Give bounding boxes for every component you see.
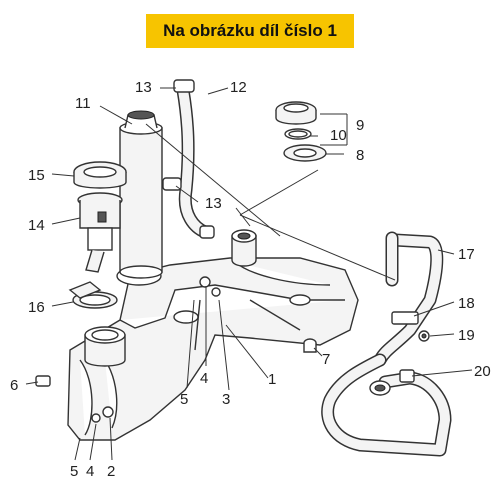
hose-clip[interactable]: [418, 330, 430, 342]
breather-hose[interactable]: [176, 83, 212, 239]
tank-filler-port[interactable]: [231, 229, 257, 267]
hose-clamp-lower[interactable]: [399, 369, 415, 383]
bolt-upper[interactable]: [199, 276, 221, 297]
hose-bracket[interactable]: [391, 311, 419, 325]
callout-18: 18: [458, 295, 475, 312]
leader-lines: [25, 87, 473, 461]
mounting-clip[interactable]: [35, 375, 51, 387]
hose-clamp-middle[interactable]: [162, 177, 215, 239]
callout-4-upper: 4: [200, 370, 208, 387]
callout-20: 20: [474, 363, 491, 380]
callout-labels: 11 13 12 13 9 10 8 15 14 16 6 1 3 4 5 7 …: [10, 79, 491, 480]
callout-4-lower: 4: [86, 463, 94, 480]
callout-3: 3: [222, 391, 230, 408]
bolt-lower[interactable]: [91, 406, 114, 423]
filler-neck[interactable]: [84, 326, 126, 367]
callout-6: 6: [10, 377, 18, 394]
callout-10: 10: [330, 127, 347, 144]
hose-clamp-top[interactable]: [173, 79, 195, 93]
callout-11: 11: [75, 95, 91, 112]
callout-15: 15: [28, 167, 45, 184]
banner-text: Na obrázku díl číslo 1: [163, 21, 337, 40]
fuel-cap[interactable]: [275, 101, 317, 125]
drain-hose-lower[interactable]: [321, 353, 452, 457]
callout-13-middle: 13: [205, 195, 222, 212]
drain-fitting[interactable]: [303, 338, 317, 353]
fuel-pump-tube[interactable]: [119, 110, 163, 279]
callout-1: 1: [268, 371, 276, 388]
callout-16: 16: [28, 299, 45, 316]
drain-hose-upper[interactable]: [373, 231, 444, 367]
callout-5-lower: 5: [70, 463, 78, 480]
ring-nut[interactable]: [73, 161, 127, 189]
callout-12: 12: [230, 79, 247, 96]
filler-flange[interactable]: [283, 144, 327, 162]
gasket-seal: [68, 281, 102, 299]
callout-7: 7: [322, 351, 330, 368]
callout-19: 19: [458, 327, 475, 344]
callout-5-upper: 5: [180, 391, 188, 408]
callout-13-top: 13: [135, 79, 152, 96]
callout-2: 2: [107, 463, 115, 480]
fuel-pump[interactable]: [77, 192, 123, 273]
callout-14: 14: [28, 217, 45, 234]
part-number-banner: Na obrázku díl číslo 1: [146, 14, 354, 48]
callout-17: 17: [458, 246, 475, 263]
callout-9: 9: [356, 117, 364, 134]
cap-seal-ring[interactable]: [284, 128, 312, 140]
callout-8: 8: [356, 147, 364, 164]
